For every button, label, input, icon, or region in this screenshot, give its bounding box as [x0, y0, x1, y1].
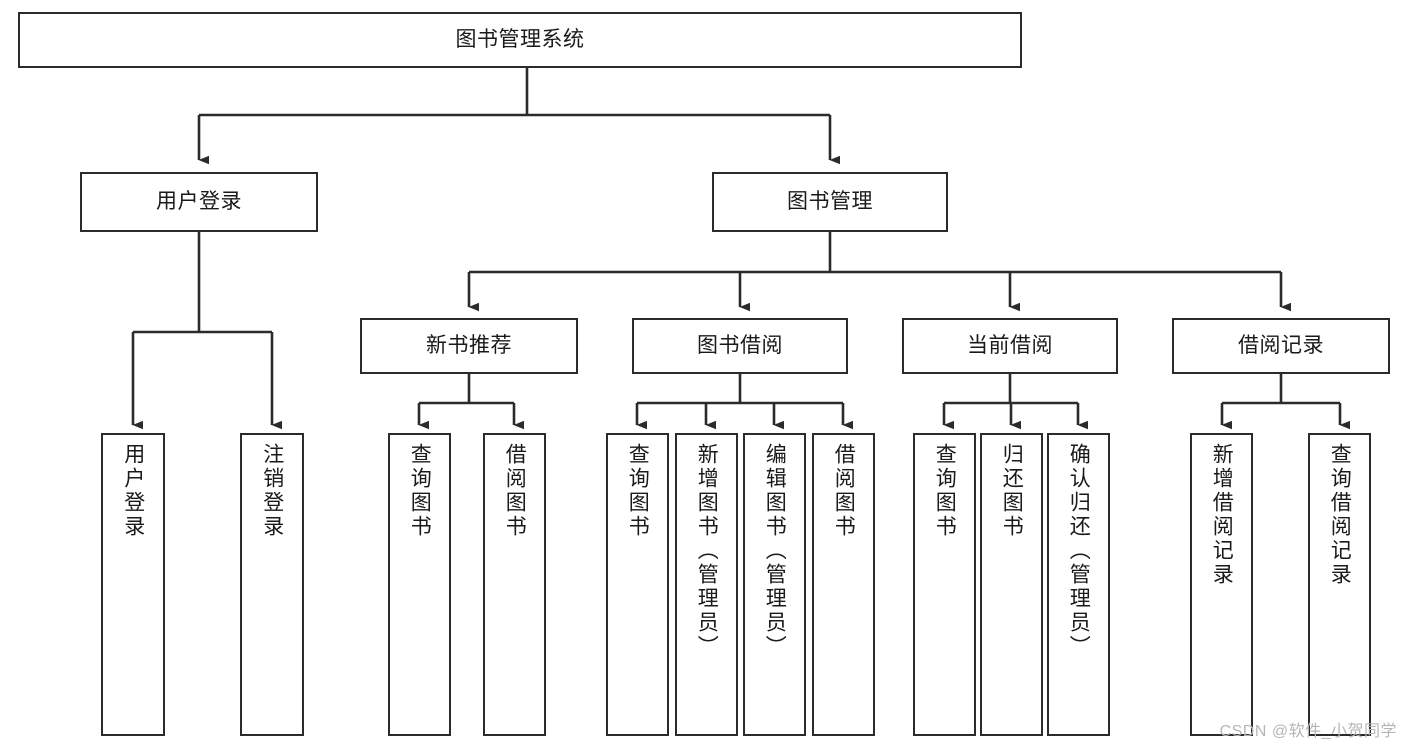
- node-label: 确认归还（管理员）: [1067, 443, 1091, 659]
- leaf-borrow-edit-book-admin[interactable]: 编辑图书（管理员）: [743, 433, 806, 736]
- leaf-new-book-query[interactable]: 查询图书: [388, 433, 451, 736]
- node-label: 查询图书: [933, 443, 957, 539]
- node-label: 查询借阅记录: [1328, 443, 1352, 587]
- node-label: 图书管理系统: [455, 28, 585, 52]
- node-root-system[interactable]: 图书管理系统: [18, 12, 1022, 68]
- node-label: 新增图书（管理员）: [695, 443, 719, 659]
- node-label: 当前借阅: [967, 334, 1053, 358]
- node-label: 新增借阅记录: [1210, 443, 1234, 587]
- leaf-record-query-record[interactable]: 查询借阅记录: [1308, 433, 1371, 736]
- watermark-text: CSDN @软件_小贺同学: [1219, 723, 1397, 740]
- node-label: 查询图书: [408, 443, 432, 539]
- node-label: 归还图书: [1000, 443, 1024, 539]
- node-book-management[interactable]: 图书管理: [712, 172, 948, 232]
- leaf-current-return-book[interactable]: 归还图书: [980, 433, 1043, 736]
- node-borrow-record[interactable]: 借阅记录: [1172, 318, 1390, 374]
- node-label: 借阅图书: [503, 443, 527, 539]
- node-label: 用户登录: [121, 443, 145, 539]
- node-current-borrow[interactable]: 当前借阅: [902, 318, 1118, 374]
- node-label: 借阅图书: [832, 443, 856, 539]
- node-book-borrow[interactable]: 图书借阅: [632, 318, 848, 374]
- node-label: 图书管理: [787, 190, 873, 214]
- node-label: 用户登录: [156, 190, 242, 214]
- leaf-borrow-add-book-admin[interactable]: 新增图书（管理员）: [675, 433, 738, 736]
- leaf-borrow-query-book[interactable]: 查询图书: [606, 433, 669, 736]
- node-label: 新书推荐: [426, 334, 512, 358]
- node-new-book-recommend[interactable]: 新书推荐: [360, 318, 578, 374]
- leaf-current-confirm-return-admin[interactable]: 确认归还（管理员）: [1047, 433, 1110, 736]
- leaf-borrow-borrow-book[interactable]: 借阅图书: [812, 433, 875, 736]
- node-label: 借阅记录: [1238, 334, 1324, 358]
- node-label: 注销登录: [260, 443, 284, 539]
- leaf-record-add-record[interactable]: 新增借阅记录: [1190, 433, 1253, 736]
- leaf-current-query-book[interactable]: 查询图书: [913, 433, 976, 736]
- node-label: 图书借阅: [697, 334, 783, 358]
- leaf-user-login-logout[interactable]: 注销登录: [240, 433, 304, 736]
- node-label: 编辑图书（管理员）: [763, 443, 787, 659]
- node-label: 查询图书: [626, 443, 650, 539]
- leaf-user-login-login[interactable]: 用户登录: [101, 433, 165, 736]
- node-user-login[interactable]: 用户登录: [80, 172, 318, 232]
- leaf-new-book-borrow[interactable]: 借阅图书: [483, 433, 546, 736]
